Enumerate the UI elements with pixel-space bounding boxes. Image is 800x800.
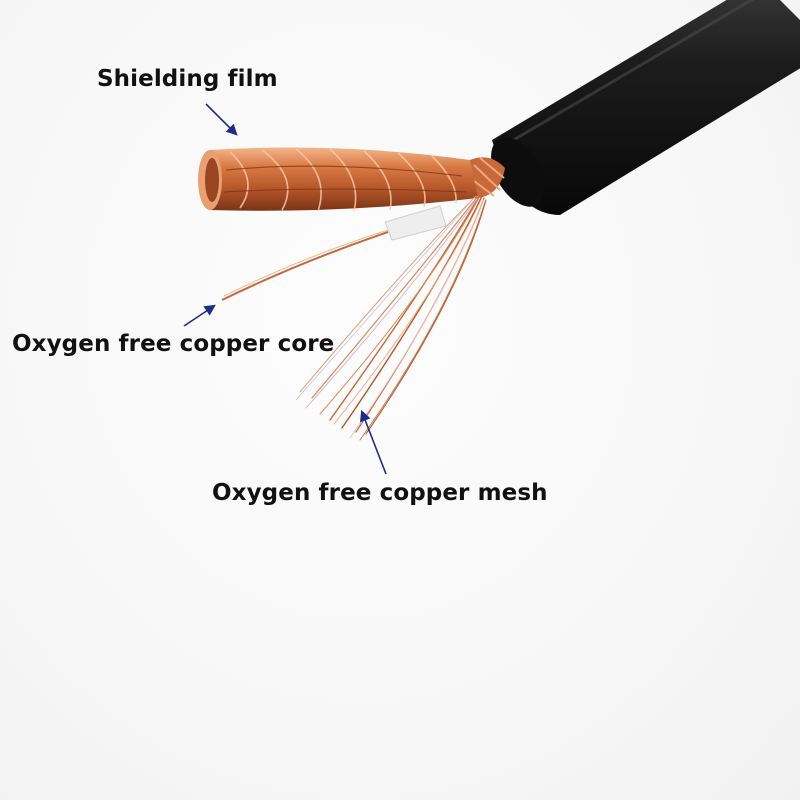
cable-jacket bbox=[491, 0, 800, 215]
shielding-foil bbox=[198, 147, 478, 212]
label-copper-mesh: Oxygen free copper mesh bbox=[212, 480, 548, 506]
copper-mesh bbox=[295, 194, 487, 441]
label-copper-core: Oxygen free copper core bbox=[12, 331, 335, 357]
label-shielding-film: Shielding film bbox=[97, 66, 278, 92]
copper-core bbox=[221, 205, 447, 301]
pointer-arrows bbox=[183, 103, 387, 475]
arrow-shielding-film bbox=[205, 103, 238, 136]
arrow-copper-core bbox=[183, 304, 216, 327]
arrow-copper-mesh bbox=[360, 409, 387, 475]
